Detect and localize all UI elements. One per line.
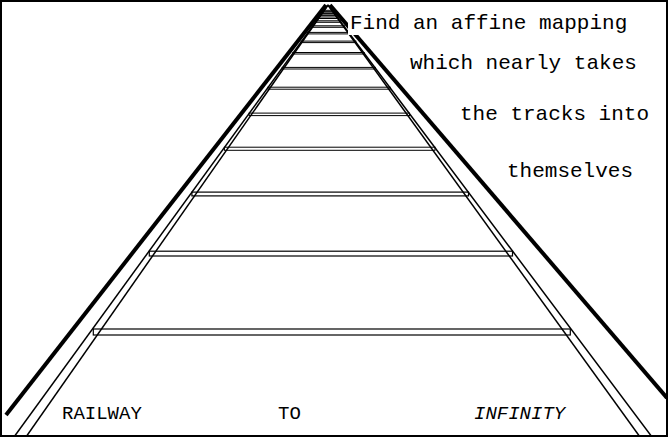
- tie: [316, 21, 341, 23]
- tie: [293, 53, 364, 55]
- caption-text: themselves: [505, 160, 635, 183]
- tie: [301, 41, 356, 43]
- rails: [6, 5, 667, 437]
- tie: [93, 329, 570, 335]
- title-word: TO: [276, 404, 303, 425]
- title-word: RAILWAY: [60, 404, 144, 425]
- tie: [192, 192, 469, 196]
- tie: [282, 67, 375, 69]
- tie: [307, 32, 349, 34]
- tie: [320, 14, 336, 16]
- caption-text: the tracks into: [458, 103, 651, 126]
- tie: [149, 251, 512, 256]
- tie: [224, 147, 435, 150]
- title-word: INFINITY: [472, 404, 567, 425]
- tie: [249, 113, 409, 116]
- caption-text: Find an affine mapping: [348, 12, 629, 35]
- caption-text: which nearly takes: [408, 52, 639, 75]
- tie: [312, 26, 345, 28]
- tie: [268, 87, 390, 89]
- tie: [318, 17, 338, 19]
